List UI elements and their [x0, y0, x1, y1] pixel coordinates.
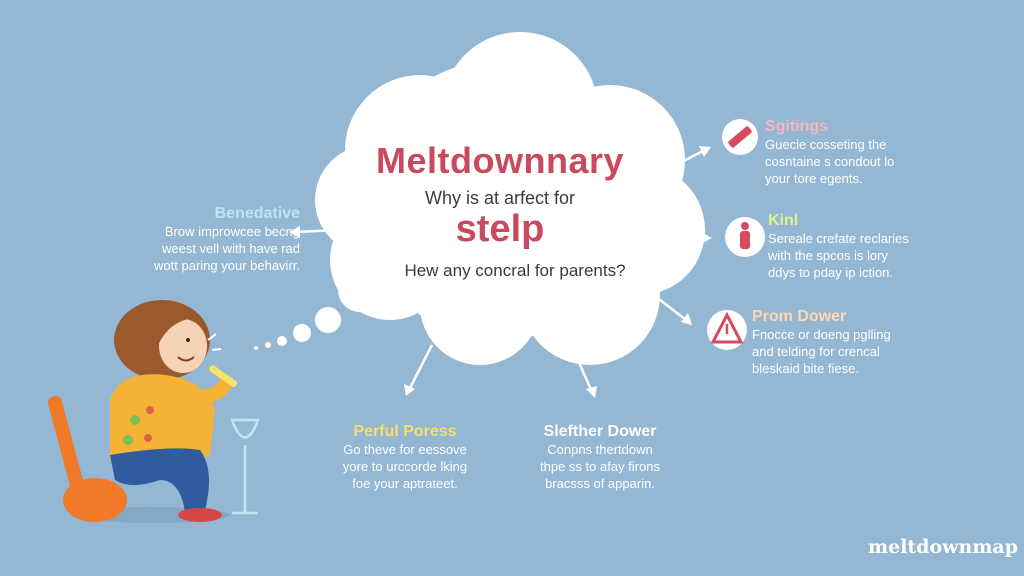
right-block-line: with the spcos is lory — [768, 248, 888, 263]
bottom-block-line: Conpns thertdown — [547, 442, 653, 457]
right-block-line: and telding for crencal — [752, 344, 880, 359]
person-icon — [725, 217, 765, 257]
right-block-line: ddys to pday ip iction. — [768, 265, 894, 280]
right-block-line: Sereale crefate reclaries — [768, 231, 909, 246]
bottom-block-title: Slefther Dower — [543, 423, 657, 440]
bottom-block-line: Go theve for eessove — [343, 442, 467, 457]
arrows — [289, 146, 712, 398]
bottom-block-line: yore to urccorde lking — [342, 459, 468, 474]
left-block-title: Benedative — [214, 205, 300, 222]
cloud-question: Hew any concral for parents? — [404, 261, 626, 280]
thought-cloud — [315, 32, 705, 365]
right-block-title: Sgitings — [765, 118, 829, 135]
cloud-main-word: stelp — [455, 208, 545, 250]
warning-icon — [707, 310, 747, 350]
right-block-kinl: Kinl Sereale crefate reclaries with the … — [768, 212, 968, 281]
left-block-line: weest vell with have rad — [161, 241, 300, 256]
bottom-block-title: Perful Poress — [353, 423, 457, 440]
right-block-line: Fnocce or doeng pglling — [752, 327, 891, 342]
bottom-block-line: thpe ss to afay firons — [540, 459, 660, 474]
pencil-icon — [722, 119, 758, 155]
right-block-line: cosntaine s condout lo — [765, 154, 895, 169]
guitar-icon — [47, 396, 127, 522]
bottom-block-line: bracsss of apparin. — [545, 476, 655, 491]
right-block-line: Guecie cosseting the — [765, 137, 887, 152]
bottom-block-line: foe your aptrateet. — [352, 476, 458, 491]
right-block-line: bleskaid bite fiese. — [752, 361, 859, 376]
bottom-block-slefther-dower: Slefther Dower Conpns thertdown thpe ss … — [510, 423, 690, 492]
left-info-block: Benedative Brow improwcee becng weest ve… — [90, 205, 300, 274]
right-block-sgitings: Sgitings Guecie cosseting the cosntaine … — [765, 118, 965, 187]
right-block-prom-dower: Prom Dower Fnocce or doeng pglling and t… — [752, 308, 962, 377]
right-block-line: your tore egents. — [765, 171, 863, 186]
bottom-block-perful-poress: Perful Poress Go theve for eessove yore … — [320, 423, 490, 492]
cloud-subtitle: Why is at arfect for — [424, 188, 576, 208]
right-block-title: Prom Dower — [752, 308, 847, 325]
girl-illustration — [47, 300, 260, 523]
thought-bubbles — [254, 268, 382, 350]
brand-watermark: meltdownmap — [868, 536, 1019, 558]
right-block-title: Kinl — [768, 212, 799, 229]
cloud-title: Meltdownnary — [375, 140, 624, 181]
left-block-line: Brow improwcee becng — [164, 224, 300, 239]
left-block-line: wott paring your behavirr. — [154, 258, 300, 273]
